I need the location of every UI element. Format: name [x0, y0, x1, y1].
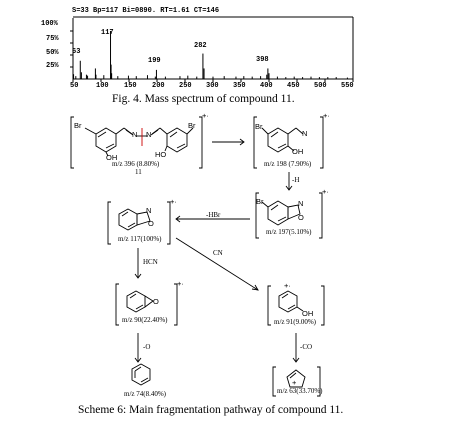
y-tick-75: 75%: [46, 35, 59, 43]
bracket-right-s5: [174, 283, 178, 326]
atom-o-s4: O: [148, 219, 154, 228]
x-tick-300: 300: [206, 82, 219, 90]
arrow-label-cn: CN: [213, 249, 223, 257]
arrow-label-o: -O: [143, 343, 151, 351]
benzene-ring-s3: [267, 200, 289, 226]
atom-n-s3: N: [298, 199, 304, 208]
peak-label-117: 117: [101, 29, 114, 37]
peak-label-398: 398: [256, 56, 269, 64]
x-tick-500: 500: [314, 82, 327, 90]
x-tick-100: 100: [96, 82, 109, 90]
bracket-right-s6: [321, 285, 325, 326]
label-s3: m/z 197(5.10%): [266, 228, 312, 236]
charge-s5: +·: [177, 279, 184, 288]
bracket-left-s1: [70, 116, 74, 169]
arrow-label-co: -CO: [300, 343, 313, 351]
atom-br-s1b: Br: [188, 121, 196, 130]
bracket-left-s3: [255, 192, 259, 239]
atom-o-s3: O: [298, 213, 304, 222]
label-s2: m/z 198 (7.90%): [264, 160, 312, 168]
bracket-right-s4: [167, 201, 171, 245]
label-s8: m/z 63(33.70%): [277, 387, 323, 395]
arrow-label-hbr: -HBr: [206, 211, 221, 219]
atom-oh-s2: OH: [292, 147, 304, 156]
y-tick-50: 50%: [46, 49, 59, 57]
peak-label-63: 63: [72, 48, 81, 56]
epoxide-s5: [144, 295, 154, 308]
x-tick-450: 450: [287, 82, 300, 90]
charge-s1: +·: [202, 111, 209, 120]
label-s6: m/z 91(9.00%): [274, 318, 316, 326]
label-s7: m/z 74(8.40%): [124, 390, 166, 398]
figure-caption: Fig. 4. Mass spectrum of compound 11.: [112, 93, 295, 105]
benzene-ring-s1b: [166, 127, 188, 153]
atom-n-s2: N: [302, 129, 308, 138]
charge-s3: +·: [322, 187, 329, 196]
bracket-left-s6: [267, 285, 271, 326]
atom-br-s1a: Br: [74, 121, 82, 130]
bracket-right-s2: [320, 116, 324, 169]
x-tick-350: 350: [233, 82, 246, 90]
id-s1: 11: [135, 168, 142, 176]
x-tick-200: 200: [152, 82, 165, 90]
arrow-label-h: -H: [292, 176, 300, 184]
atom-n-s1b: N: [146, 130, 152, 139]
label-s5: m/z 90(22.40%): [122, 316, 168, 324]
scheme-caption: Scheme 6: Main fragmentation pathway of …: [78, 404, 344, 416]
bracket-left-s2: [253, 116, 257, 169]
benzene-ring-s1a: [95, 127, 117, 153]
bracket-left-s8: [272, 366, 276, 397]
x-tick-250: 250: [179, 82, 192, 90]
charge-s2: +·: [323, 111, 330, 120]
arrow-label-hcn: HCN: [143, 258, 158, 266]
atom-oh-s6: OH: [302, 309, 314, 318]
x-tick-400: 400: [260, 82, 273, 90]
cyclopentadienyl-ring-s8: [286, 369, 306, 388]
peak-label-199: 199: [148, 57, 161, 65]
bracket-right-s1: [199, 116, 203, 169]
atom-oh-s1: OH: [106, 153, 118, 162]
bracket-left-s4: [107, 201, 111, 245]
benzene-s7: [131, 363, 151, 386]
bracket-right-s8: [317, 366, 321, 397]
benzene-ring-s2: [267, 127, 289, 153]
atom-o-s5: O: [153, 297, 159, 306]
charge-s8-ring: +: [292, 378, 297, 387]
atom-ho-s1: HO: [155, 150, 167, 159]
label-s1: m/z 396 (8.80%): [112, 160, 160, 168]
y-tick-25: 25%: [46, 62, 59, 70]
charge-s4: +·: [170, 197, 177, 206]
x-tick-50: 50: [70, 82, 79, 90]
peak-label-282: 282: [194, 42, 207, 50]
isoxazole-ring-s4: [136, 211, 151, 226]
atom-br-s3: Br: [256, 197, 264, 206]
atom-n-s1a: N: [132, 130, 138, 139]
arrow-s4-s6: [175, 237, 259, 291]
label-s4: m/z 117(100%): [118, 235, 162, 243]
charge-s6: +·: [284, 281, 291, 290]
x-tick-150: 150: [124, 82, 137, 90]
atom-n-s4: N: [146, 206, 152, 215]
bracket-right-s3: [319, 192, 323, 239]
ms-header: S=33 Bp=117 Bi=0890. RT=1.61 CT=146: [72, 7, 220, 15]
isoxazole-ring-s3: [287, 204, 301, 220]
y-tick-100: 100%: [41, 20, 58, 28]
atom-br-s2: Br: [255, 122, 263, 131]
x-tick-550: 550: [341, 82, 354, 90]
bracket-left-s5: [115, 283, 119, 326]
